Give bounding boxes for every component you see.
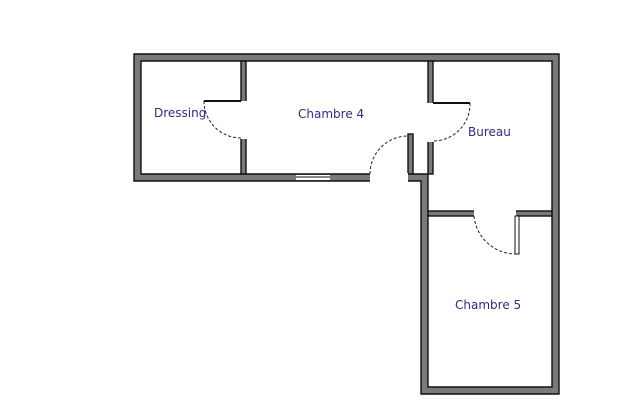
door-swing-chambre-4 [369, 135, 409, 175]
room-labels: Dressing Chambre 4 Bureau Chambre 5 [154, 106, 521, 312]
door-swing-chambre-5 [473, 215, 517, 255]
room-label-bureau: Bureau [468, 125, 511, 139]
room-label-chambre-4: Chambre 4 [298, 107, 364, 121]
door-leaf-chambre-5 [514, 215, 520, 255]
door-swing-dressing [203, 100, 242, 139]
room-label-chambre-5: Chambre 5 [455, 298, 521, 312]
outer-walls [133, 53, 560, 395]
room-label-dressing: Dressing [154, 106, 206, 120]
door-swing-bureau [432, 102, 471, 142]
doors [203, 100, 520, 255]
